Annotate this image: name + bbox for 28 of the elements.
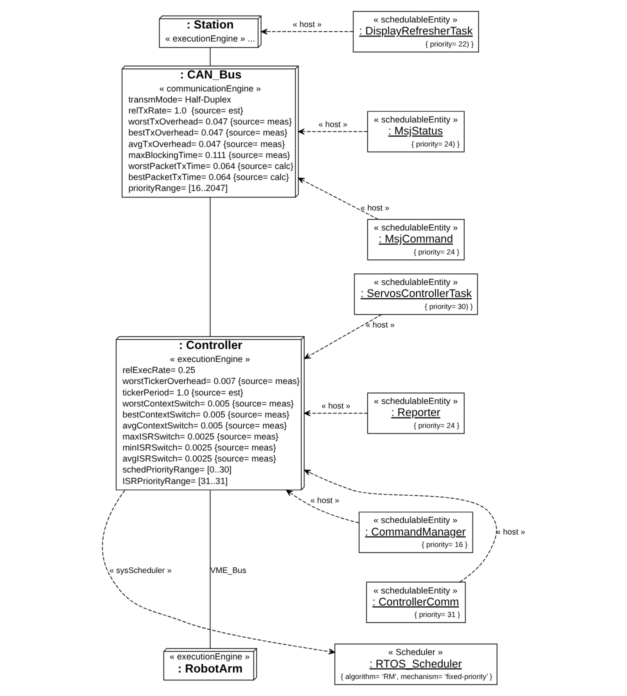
edge-label: « host » [496, 527, 526, 536]
node-box: « schedulableEntity » : ControllerComm { priority= 31 } [366, 582, 466, 624]
node-box: « schedulableEntity » : MsjStatus { priority= 24) } [367, 110, 465, 152]
arrow [304, 410, 368, 416]
node-box: « schedulableEntity » : DisplayRefresherTask { priority= 22) } [352, 11, 479, 52]
edge-label: « host » [321, 402, 350, 411]
arrow [102, 490, 336, 654]
edge-label: « host » [310, 496, 340, 506]
node-box: « schedulableEntity » : MsjCommand { priority= 24 } [367, 218, 465, 260]
arrow [304, 470, 497, 582]
edge-label: VME_Bus [210, 566, 246, 576]
edge-label: « host » [318, 120, 348, 130]
edge-label: « host » [360, 203, 390, 212]
arrow [298, 178, 378, 220]
arrow [298, 128, 368, 135]
connector [210, 47, 211, 66]
edge-label: « host » [292, 20, 322, 30]
node-box: « schedulableEntity » : Reporter { priority= 24 } [367, 392, 465, 434]
connector [210, 196, 211, 337]
edge-label: « host » [366, 320, 395, 330]
arrow [286, 490, 360, 524]
connector [210, 490, 211, 649]
arrow [260, 28, 354, 35]
arrow [304, 314, 382, 360]
node-box: « Scheduler » : RTOS_Scheduler { algorithm= ‘RM’, mechanism= ‘fixed-priority’ } [334, 644, 498, 685]
node-box: « schedulableEntity » : CommandManager { priority= 16 } [358, 512, 474, 553]
edge-label: « sysScheduler » [109, 566, 172, 576]
node-box: « schedulableEntity » : ServosControllerTask { priority= 30) } [354, 274, 478, 315]
